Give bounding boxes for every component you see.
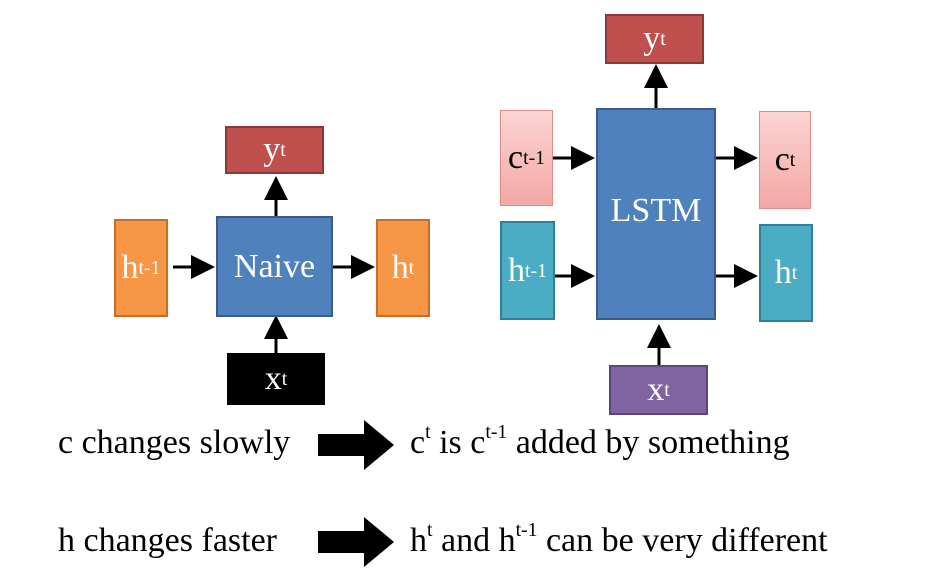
c-right-a-sup: t [425, 421, 431, 444]
statement-c-left: c changes slowly [58, 424, 291, 461]
lstm-cprev-base: c [508, 139, 524, 176]
lstm-cell: LSTM [596, 108, 716, 320]
naive-cell: Naive [216, 216, 333, 317]
h-right-end: can be very different [537, 522, 828, 559]
lstm-hnext-base: h [774, 254, 792, 291]
lstm-hprev-base: h [508, 251, 526, 289]
statement-h-right: ht and ht-1 can be very different [410, 520, 828, 559]
h-right-a-sup: t [427, 519, 433, 542]
fat-arrow-h [318, 517, 394, 567]
lstm-x-base: x [647, 371, 665, 408]
h-right-mid-sup: t-1 [515, 519, 538, 542]
statement-c-right: ct is ct-1 added by something [410, 422, 790, 461]
lstm-y-base: y [643, 20, 661, 57]
naive-y-base: y [263, 131, 281, 168]
statement-h-left: h changes faster [58, 522, 278, 559]
naive-hnext-base: h [391, 249, 409, 286]
naive-cell-label: Naive [233, 247, 316, 285]
naive-x-base: x [264, 360, 282, 397]
c-right-mid: is c [430, 424, 486, 461]
h-right-mid: and h [432, 522, 516, 559]
lstm-cell-label: LSTM [610, 192, 702, 229]
fat-arrow-c [318, 420, 394, 470]
c-right-end: added by something [507, 424, 790, 461]
lstm-cnext-base: c [774, 141, 790, 178]
c-right-mid-sup: t-1 [485, 421, 508, 444]
h-right-a: h [410, 522, 427, 559]
naive-hprev-base: h [121, 249, 139, 286]
c-right-a: c [410, 424, 426, 461]
